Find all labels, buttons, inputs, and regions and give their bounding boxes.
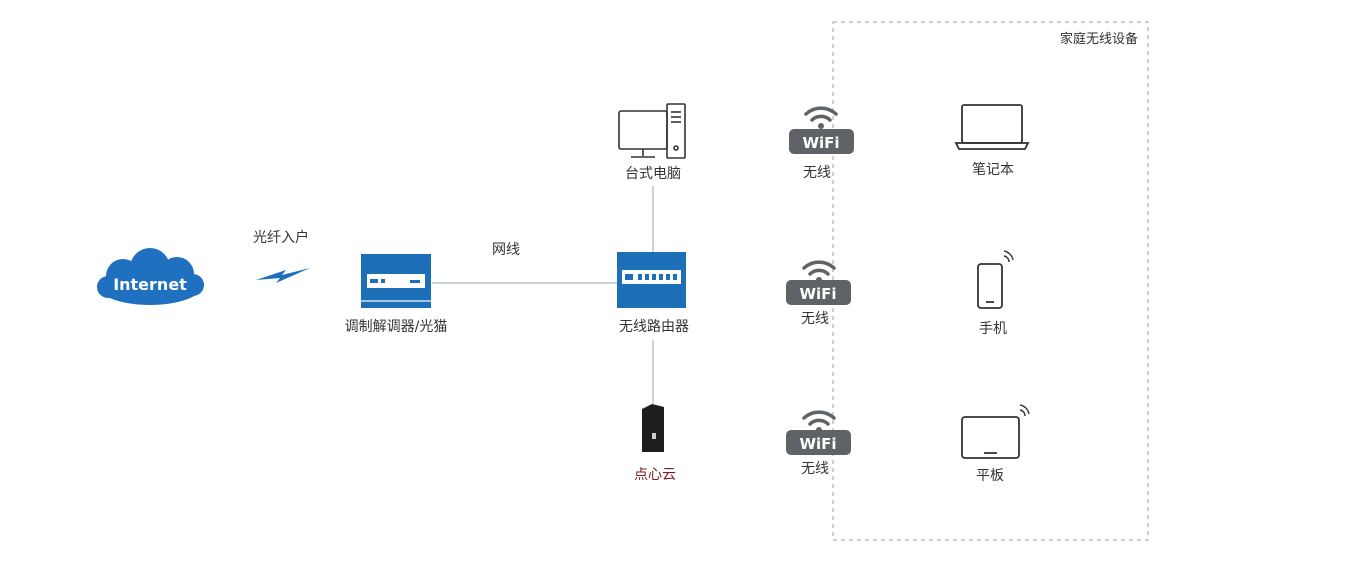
laptop-device: 笔记本	[954, 104, 1030, 178]
phone-label: 手机	[979, 321, 1007, 337]
wireless-link-1: WiFi 无线	[789, 106, 854, 181]
home-wireless-group: 家庭无线设备	[832, 21, 1149, 541]
wifi-icon	[802, 260, 836, 276]
wifi-badge-text: WiFi	[802, 134, 839, 152]
wifi-badge-text: WiFi	[799, 435, 836, 453]
wifi-badge	[789, 129, 854, 154]
phone-device: 手机	[977, 250, 1014, 337]
wireless-label: 无线	[801, 311, 829, 327]
desktop-icon	[618, 103, 686, 159]
laptop-icon	[954, 104, 1030, 150]
desktop-node: 台式电脑	[618, 103, 686, 182]
internet-node: Internet	[97, 248, 204, 305]
nas-node: 点心云	[634, 404, 676, 483]
phone-icon	[977, 250, 1014, 309]
lightning-icon	[256, 268, 310, 283]
wifi-badge	[786, 430, 851, 455]
connections	[432, 186, 654, 404]
wireless-link-2: WiFi 无线	[786, 260, 851, 327]
fiber-node: 光纤入户	[253, 229, 310, 283]
internet-label: Internet	[113, 275, 187, 294]
cable-label: 网线	[492, 242, 520, 258]
wifi-dot	[818, 123, 824, 129]
wifi-badge	[786, 280, 851, 305]
nas-label: 点心云	[634, 467, 676, 483]
router-node: 无线路由器	[617, 252, 689, 335]
router-label: 无线路由器	[619, 319, 689, 335]
tablet-icon	[961, 404, 1030, 459]
home-group-title: 家庭无线设备	[1060, 31, 1138, 47]
wireless-label: 无线	[803, 165, 831, 181]
tablet-label: 平板	[976, 468, 1004, 484]
fiber-label: 光纤入户	[253, 229, 309, 246]
modem-node: 调制解调器/光猫	[345, 254, 448, 335]
wifi-icon	[802, 410, 836, 426]
nas-icon	[642, 404, 664, 452]
desktop-label: 台式电脑	[625, 166, 681, 182]
router-icon	[617, 252, 686, 308]
laptop-label: 笔记本	[972, 162, 1014, 178]
modem-icon	[361, 254, 431, 308]
wireless-link-3: WiFi 无线	[786, 410, 851, 477]
modem-label: 调制解调器/光猫	[345, 319, 448, 335]
cloud-icon	[97, 248, 204, 305]
wireless-label: 无线	[801, 461, 829, 477]
home-group-border	[832, 21, 1149, 541]
wifi-badge-text: WiFi	[799, 285, 836, 303]
wifi-icon	[804, 106, 838, 122]
tablet-device: 平板	[961, 404, 1030, 484]
